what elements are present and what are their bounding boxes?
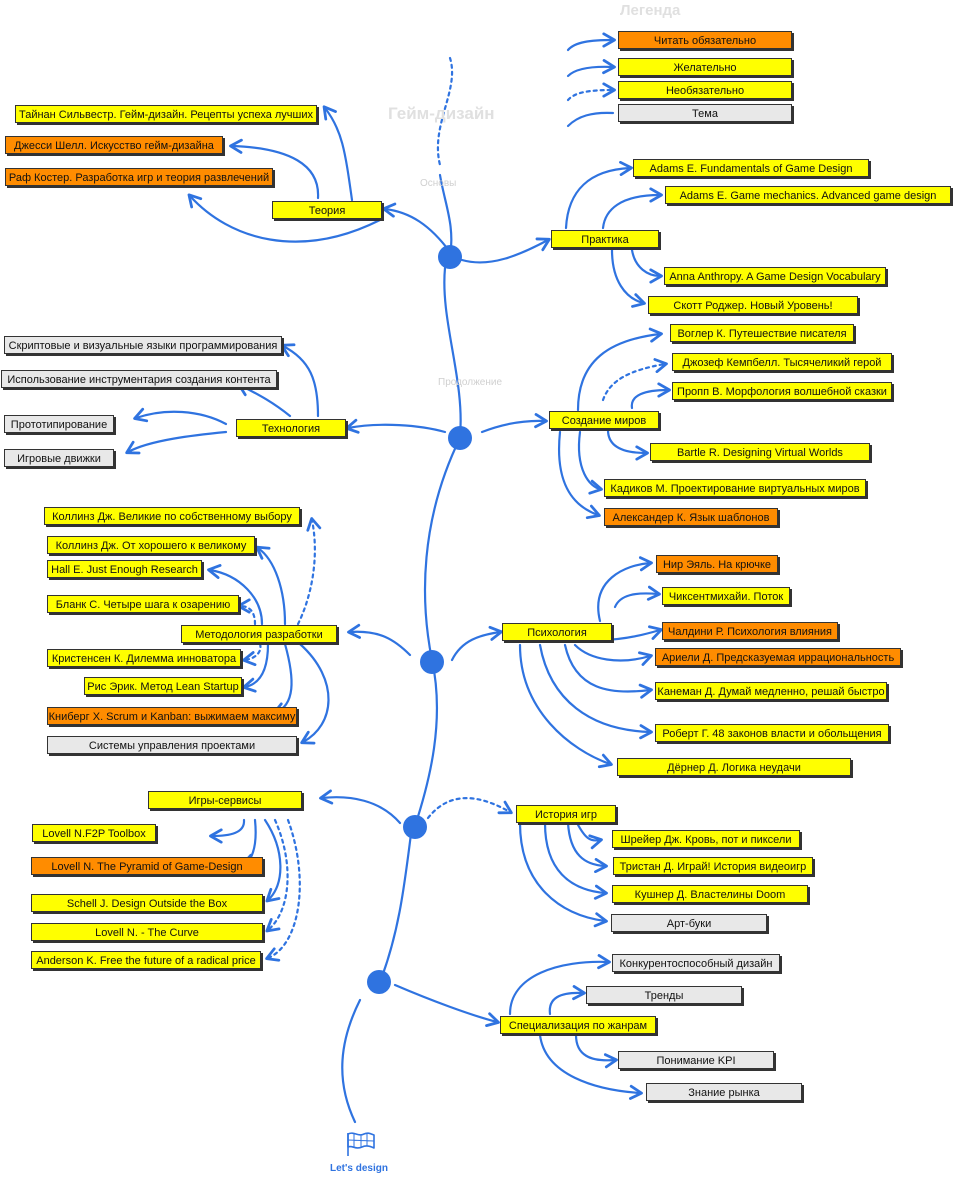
book-donovan[interactable]: Тристан Д. Играй! История видеоигр	[613, 857, 813, 875]
book-kahneman[interactable]: Канеман Д. Думай медленно, решай быстро	[655, 682, 887, 700]
book-lovell-curve[interactable]: Lovell N. - The Curve	[31, 923, 263, 941]
spine-line	[423, 436, 462, 662]
book-collins-great-by-choice[interactable]: Коллинз Дж. Великие по собственному выбо…	[44, 507, 300, 525]
book-rogers[interactable]: Скотт Роджер. Новый Уровень!	[648, 296, 858, 314]
book-schreier[interactable]: Шрейер Дж. Кровь, пот и пиксели	[612, 830, 800, 848]
legend-topic: Тема	[618, 104, 792, 122]
book-propp[interactable]: Пропп В. Морфология волшебной сказки	[672, 382, 892, 400]
book-anthropy[interactable]: Anna Anthropy. A Game Design Vocabulary	[664, 267, 886, 285]
book-lovell-pyramid[interactable]: Lovell N. The Pyramid of Game-Design	[31, 857, 263, 875]
book-blank[interactable]: Бланк С. Четыре шага к озарению	[47, 595, 239, 613]
spine-line	[413, 658, 439, 828]
topic-world-building[interactable]: Создание миров	[549, 411, 659, 429]
book-adams-mechanics[interactable]: Adams E. Game mechanics. Advanced game d…	[665, 186, 951, 204]
legend-optional: Необязательно	[618, 81, 792, 99]
stage-label-continuation: Продолжение	[438, 377, 503, 388]
hub-node-genres	[367, 970, 391, 994]
book-schell[interactable]: Джесси Шелл. Искусство гейм-дизайна	[5, 136, 223, 154]
book-hall[interactable]: Hall E. Just Enough Research	[47, 560, 202, 578]
book-dorner[interactable]: Дёрнер Д. Логика неудачи	[617, 758, 851, 776]
book-koster[interactable]: Раф Костер. Разработка игр и теория разв…	[5, 168, 273, 186]
book-alexander[interactable]: Александер К. Язык шаблонов	[604, 508, 778, 526]
legend-title: Легенда	[620, 2, 681, 19]
book-schell-outside-box[interactable]: Schell J. Design Outside the Box	[31, 894, 263, 912]
topic-project-management[interactable]: Системы управления проектами	[47, 736, 297, 754]
topic-theory[interactable]: Теория	[272, 201, 382, 219]
topic-trends[interactable]: Тренды	[586, 986, 742, 1004]
book-bartle[interactable]: Bartle R. Designing Virtual Worlds	[650, 443, 870, 461]
book-kushner[interactable]: Кушнер Д. Властелины Doom	[612, 885, 808, 903]
spine-line	[443, 266, 462, 438]
book-adams-fundamentals[interactable]: Adams E. Fundamentals of Game Design	[633, 159, 869, 177]
book-ries[interactable]: Рис Эрик. Метод Lean Startup	[84, 677, 242, 695]
flag-icon	[347, 1132, 375, 1156]
book-silvestr[interactable]: Тайнан Сильвестр. Гейм-дизайн. Рецепты у…	[15, 105, 317, 123]
topic-game-history[interactable]: История игр	[516, 805, 616, 823]
topic-methodology[interactable]: Методология разработки	[181, 625, 337, 643]
spine-line	[341, 998, 362, 1124]
book-ariely[interactable]: Ариели Д. Предсказуемая иррациональность	[655, 648, 901, 666]
topic-scripting-languages[interactable]: Скриптовые и визуальные языки программир…	[4, 336, 282, 354]
book-kadikov[interactable]: Кадиков М. Проектирование виртуальных ми…	[604, 479, 866, 497]
legend-recommended: Желательно	[618, 58, 792, 76]
spine-line	[436, 56, 454, 167]
book-collins-good-to-great[interactable]: Коллинз Дж. От хорошего к великому	[47, 536, 255, 554]
topic-content-tools[interactable]: Использование инструментария создания ко…	[1, 370, 277, 388]
book-lovell-f2p[interactable]: Lovell N.F2P Toolbox	[32, 824, 156, 842]
book-eyal[interactable]: Нир Эяль. На крючке	[656, 555, 778, 573]
topic-market-knowledge[interactable]: Знание рынка	[646, 1083, 802, 1101]
hub-node-continuation	[448, 426, 472, 450]
topic-prototyping[interactable]: Прототипирование	[4, 415, 114, 433]
topic-competitive-design[interactable]: Конкурентоспособный дизайн	[612, 954, 780, 972]
hub-node-basics	[438, 245, 462, 269]
topic-psychology[interactable]: Психология	[502, 623, 612, 641]
topic-art-books[interactable]: Арт-буки	[611, 914, 767, 932]
topic-genre-specialization[interactable]: Специализация по жанрам	[500, 1016, 656, 1034]
book-vogler[interactable]: Воглер К. Путешествие писателя	[670, 324, 854, 342]
topic-technology[interactable]: Технология	[236, 419, 346, 437]
topic-kpi[interactable]: Понимание KPI	[618, 1051, 774, 1069]
book-csikszentmihalyi[interactable]: Чиксентмихайи. Поток	[662, 587, 790, 605]
topic-game-services[interactable]: Игры-сервисы	[148, 791, 302, 809]
book-anderson[interactable]: Anderson K. Free the future of a radical…	[31, 951, 261, 969]
lets-design-label: Let's design	[330, 1163, 388, 1174]
topic-practice[interactable]: Практика	[551, 230, 659, 248]
hub-node-history	[403, 815, 427, 839]
hub-node-methodology	[420, 650, 444, 674]
book-christensen[interactable]: Кристенсен К. Дилемма инноватора	[47, 649, 241, 667]
book-greene[interactable]: Роберт Г. 48 законов власти и обольщения	[655, 724, 889, 742]
topic-game-engines[interactable]: Игровые движки	[4, 449, 114, 467]
book-campbell[interactable]: Джозеф Кемпбелл. Тысячеликий герой	[672, 353, 892, 371]
spine-line	[378, 824, 414, 984]
book-kniberg[interactable]: Книберг Х. Scrum и Kanban: выжимаем макс…	[47, 707, 297, 725]
map-title: Гейм-дизайн	[388, 104, 495, 123]
book-cialdini[interactable]: Чалдини Р. Психология влияния	[662, 622, 838, 640]
legend-must-read: Читать обязательно	[618, 31, 792, 49]
stage-label-basics: Основы	[420, 178, 457, 189]
